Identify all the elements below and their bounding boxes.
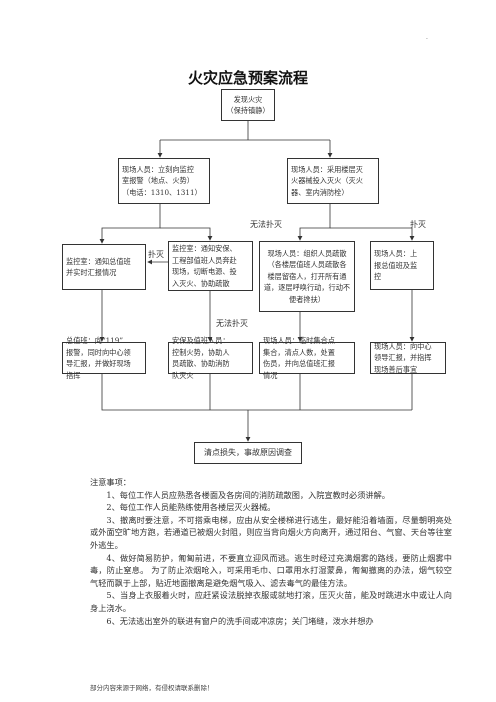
- node-duty-119: 总值班：向“119”报警，同时向中心领导汇报，并做好现场指挥: [62, 336, 146, 380]
- note-item: 4、做好简易防护，匍匐前进，不要直立迎风而逃。逃生时经过充满烟雾的路线，要防止烟…: [90, 552, 452, 588]
- page-title: 火灾应急预案流程: [187, 69, 308, 87]
- note-item: 3、撤离时要注意，不可搭乘电梯，应由从安全楼梯进行逃生，最好能沿着墙面，尽量朝明…: [90, 514, 452, 550]
- corner-mark: .: [426, 34, 428, 41]
- node-monitor-notify: 监控室：通知安保、工程部值班人员奔赴现场，切断电源、投入灭火、协助疏散: [168, 241, 253, 291]
- node-report-leader: 现场人员：上报总值班及监控: [370, 241, 434, 290]
- node-monitor-leader: 监控室：通知总值班并实时汇报情况: [62, 244, 146, 290]
- notes-section: 注意事项： 1、每位工作人员应熟悉各楼面及各房间的消防疏散图，入院宣教时必须讲解…: [90, 476, 452, 627]
- note-item: 5、当身上衣服着火时，应赶紧设法脱掉衣服或就地打滚，压灭火苗，能及时跳进水中或让…: [90, 590, 452, 613]
- node-assemble: 现场人员：临时集合点集合，清点人数，处置伤员，并向总值班汇报情况: [259, 336, 355, 380]
- node-security-fight: 安保及值班人员：控制火势，协助人员疏散、协助消防队灭火: [168, 336, 253, 380]
- label-cannot-extinguish-2: 无法扑灭: [216, 319, 248, 328]
- label-cannot-extinguish-1: 无法扑灭: [250, 220, 282, 229]
- node-report-monitor: 现场人员：立刻向监控室报警（地点、火势）（电话：1310、1311）: [118, 158, 210, 204]
- note-item: 1、每位工作人员应熟悉各楼面及各房间的消防疏散图，入院宣教时必须讲解。: [106, 489, 390, 500]
- node-report-center: 现场人员：向中心领导汇报，并指挥现场善后事宜: [370, 342, 446, 374]
- node-discover-fire: 发现火灾（保持镇静）: [221, 89, 275, 121]
- note-item: 6、无法逃出室外的联进有窗户的洗手间或冲凉房；关门堵缝，泼水并想办: [106, 615, 374, 626]
- node-extinguisher: 现场人员：采用楼层灭火器械投入灭火（灭火器、室内消防栓）: [287, 158, 379, 204]
- label-extinguished-2: 扑灭: [148, 250, 164, 259]
- page-footer: 部分内容来源于网络，有侵权请联系删除！: [90, 684, 214, 692]
- note-item: 2、每位工作人员能熟练使用各楼层灭火器械。: [106, 502, 276, 513]
- label-extinguished-1: 扑灭: [410, 220, 426, 229]
- node-organize-evacuation: 现场人员：组织人员疏散（各楼层值班人员疏散各楼层留宿人，打开所有通道，逐层呼唤行…: [259, 241, 355, 312]
- node-final-investigation: 清点损失，事故原因调查: [194, 442, 302, 464]
- notes-heading: 注意事项：: [90, 477, 131, 487]
